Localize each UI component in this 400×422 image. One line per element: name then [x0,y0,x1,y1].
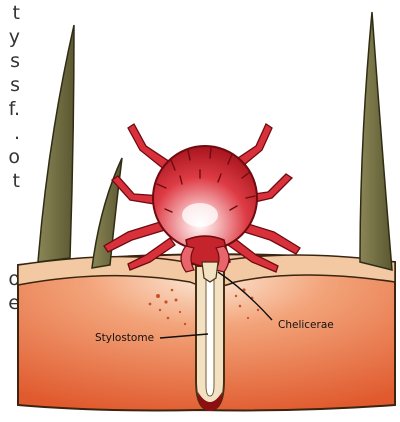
stylostome-label: Stylostome [95,332,154,344]
hair-left [38,25,74,262]
mite-body [153,146,257,250]
mite-highlight [182,203,218,227]
hair-right [360,12,392,270]
chelicerae-label: Chelicerae [278,319,334,331]
